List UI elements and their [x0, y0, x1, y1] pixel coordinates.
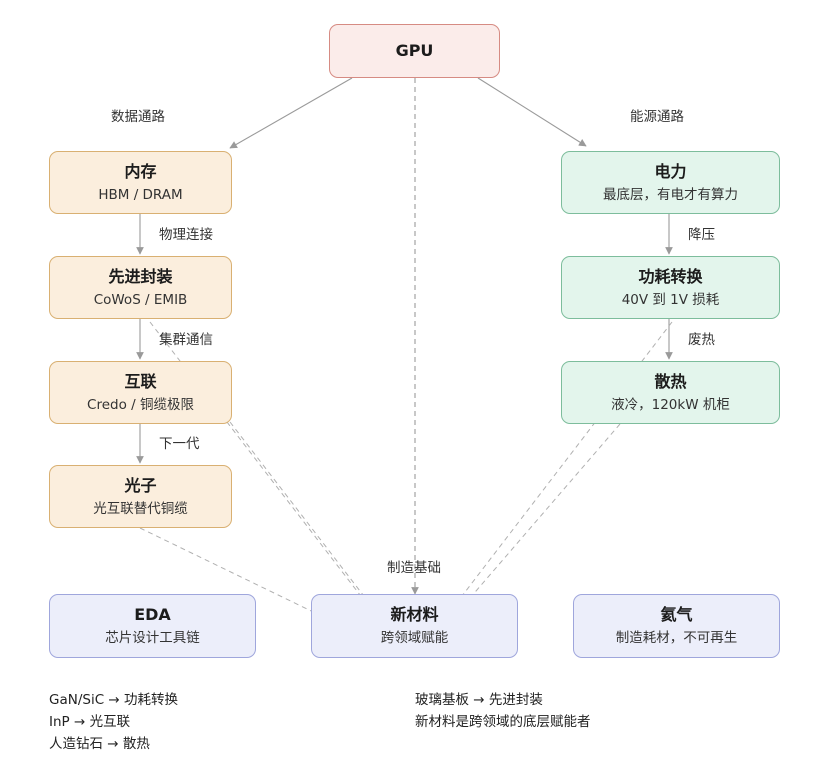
cooling-node: 散热 液冷，120kW 机柜 [561, 361, 780, 424]
cooling-subtitle: 液冷，120kW 机柜 [611, 396, 730, 413]
gpu-title: GPU [395, 41, 434, 60]
photonics-title: 光子 [124, 475, 157, 495]
note-line: InP → 光互联 [49, 714, 131, 730]
edge-label-physical-link: 物理连接 [159, 227, 213, 243]
power-title: 电力 [654, 161, 687, 181]
note-line: GaN/SiC → 功耗转换 [49, 692, 179, 708]
gpu-node: GPU [329, 24, 500, 78]
helium-node: 氦气 制造耗材，不可再生 [573, 594, 780, 658]
power-conversion-node: 功耗转换 40V 到 1V 损耗 [561, 256, 780, 319]
helium-title: 氦气 [660, 605, 693, 624]
eda-node: EDA 芯片设计工具链 [49, 594, 256, 658]
edge-label-step-down: 降压 [688, 227, 715, 243]
eda-subtitle: 芯片设计工具链 [105, 630, 200, 646]
photonics-subtitle: 光互联替代铜缆 [93, 500, 188, 517]
note-line: 玻璃基板 → 先进封装 [415, 692, 543, 708]
interconnect-title: 互联 [124, 371, 157, 391]
packaging-title: 先进封装 [108, 266, 173, 286]
interconnect-node: 互联 Credo / 铜缆极限 [49, 361, 232, 424]
memory-subtitle: HBM / DRAM [98, 186, 183, 203]
arrow-gpu-to-power [477, 77, 587, 147]
materials-title: 新材料 [390, 605, 439, 624]
data-path-label: 数据通路 [111, 109, 165, 125]
advanced-packaging-node: 先进封装 CoWoS / EMIB [49, 256, 232, 319]
edge-label-next-gen: 下一代 [159, 436, 200, 452]
edge-label-cluster-comm: 集群通信 [159, 332, 213, 348]
memory-node: 内存 HBM / DRAM [49, 151, 232, 214]
photonics-node: 光子 光互联替代铜缆 [49, 465, 232, 528]
power-path-label: 能源通路 [630, 109, 684, 125]
materials-subtitle: 跨领域赋能 [380, 630, 449, 646]
foundation-label: 制造基础 [387, 560, 441, 576]
power-subtitle: 最底层，有电才有算力 [603, 186, 738, 203]
edge-label-waste-heat: 废热 [688, 332, 715, 348]
conversion-subtitle: 40V 到 1V 损耗 [621, 291, 720, 308]
cooling-title: 散热 [654, 371, 687, 391]
conversion-title: 功耗转换 [638, 266, 703, 286]
arrow-gpu-to-memory [229, 77, 353, 149]
notes-right: 玻璃基板 → 先进封装 新材料是跨领域的底层赋能者 [415, 689, 591, 733]
eda-title: EDA [134, 605, 171, 624]
helium-subtitle: 制造耗材，不可再生 [615, 630, 738, 646]
new-materials-node: 新材料 跨领域赋能 [311, 594, 518, 658]
packaging-subtitle: CoWoS / EMIB [93, 291, 188, 308]
note-line: 新材料是跨领域的底层赋能者 [415, 714, 591, 730]
note-line: 人造钻石 → 散热 [49, 736, 150, 752]
memory-title: 内存 [124, 161, 157, 181]
interconnect-subtitle: Credo / 铜缆极限 [87, 396, 194, 413]
power-node: 电力 最底层，有电才有算力 [561, 151, 780, 214]
notes-left: GaN/SiC → 功耗转换 InP → 光互联 人造钻石 → 散热 [49, 689, 178, 755]
